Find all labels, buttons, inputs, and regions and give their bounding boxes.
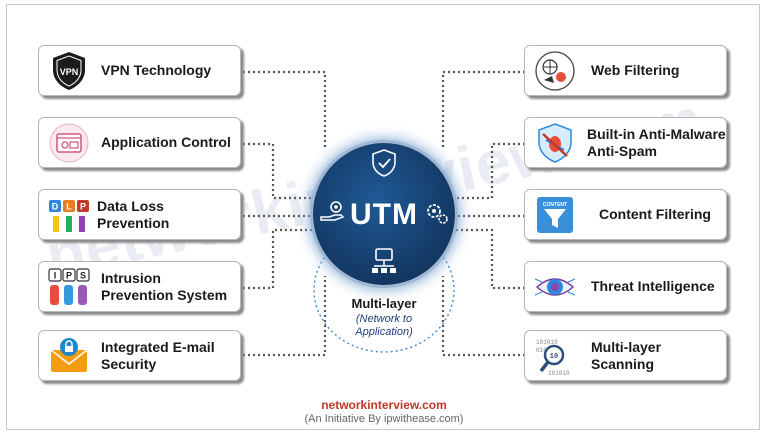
card-label: Multi-layer Scanning (591, 338, 662, 372)
card-label: Integrated E-mail Security (101, 338, 215, 372)
content-funnel-icon: CONTENT (533, 193, 577, 237)
card-label: Intrusion Prevention System (101, 269, 228, 303)
svg-text:D: D (52, 201, 59, 211)
card-vpn-technology: VPN VPN Technology (38, 45, 241, 96)
card-content-filtering: CONTENT Content Filtering (524, 189, 727, 240)
threat-eye-icon (533, 265, 577, 309)
connector-vpn (243, 70, 327, 150)
card-label: Data Loss Prevention (97, 197, 170, 231)
shield-check-icon (371, 149, 397, 182)
anti-malware-shield-icon (533, 121, 577, 165)
network-layers-icon (370, 247, 398, 280)
card-anti-malware: Built-in Anti-Malware Anti-Spam (524, 117, 727, 168)
svg-text:I: I (54, 270, 57, 280)
card-data-loss-prevention: D L P Data Loss Prevention (38, 189, 241, 240)
card-label: Content Filtering (599, 206, 711, 222)
utm-hub: UTM (313, 143, 455, 285)
svg-text:P: P (66, 270, 72, 280)
card-label: Web Filtering (591, 62, 680, 78)
svg-text:CONTENT: CONTENT (543, 202, 567, 208)
card-label: Application Control (101, 134, 231, 150)
app-window-icon (47, 121, 91, 165)
multilayer-title: Multi-layer (351, 296, 417, 311)
hand-gear-icon (319, 199, 347, 228)
svg-text:101010: 101010 (548, 370, 570, 377)
connector-anti-malware (456, 142, 525, 200)
connector-web-filtering (441, 70, 525, 150)
footer-tagline: (An Initiative By ipwithease.com) (304, 413, 464, 425)
svg-text:S: S (80, 270, 86, 280)
connector-email (243, 276, 327, 357)
connector-app-control (243, 142, 312, 200)
email-lock-icon (47, 334, 91, 378)
card-label: VPN Technology (101, 62, 212, 78)
card-application-control: Application Control (38, 117, 241, 168)
svg-text:L: L (66, 201, 72, 211)
card-web-filtering: Web Filtering (524, 45, 727, 96)
card-intrusion-prevention: I P S Intrusion Prevention System (38, 261, 241, 312)
connector-scanning (441, 276, 525, 357)
vpn-shield-icon: VPN (47, 49, 91, 93)
connector-ips (243, 228, 312, 290)
multilayer-subtitle: (Network to Application) (355, 313, 413, 338)
svg-text:101010: 101010 (536, 339, 558, 346)
svg-text:P: P (80, 201, 86, 211)
connector-threat-intel (456, 228, 525, 290)
utm-title: UTM (350, 198, 418, 231)
card-threat-intelligence: Threat Intelligence (524, 261, 727, 312)
gears-icon (423, 199, 451, 232)
dlp-icon: D L P (47, 193, 91, 237)
card-email-security: Integrated E-mail Security (38, 330, 241, 381)
web-filter-icon (533, 49, 577, 93)
card-label: Threat Intelligence (591, 278, 715, 294)
ips-icon: I P S (47, 265, 91, 309)
card-label: Built-in Anti-Malware Anti-Spam (587, 125, 726, 159)
svg-text:10: 10 (550, 353, 558, 361)
svg-text:VPN: VPN (60, 67, 79, 77)
footer-site[interactable]: networkinterview.com (321, 398, 447, 412)
